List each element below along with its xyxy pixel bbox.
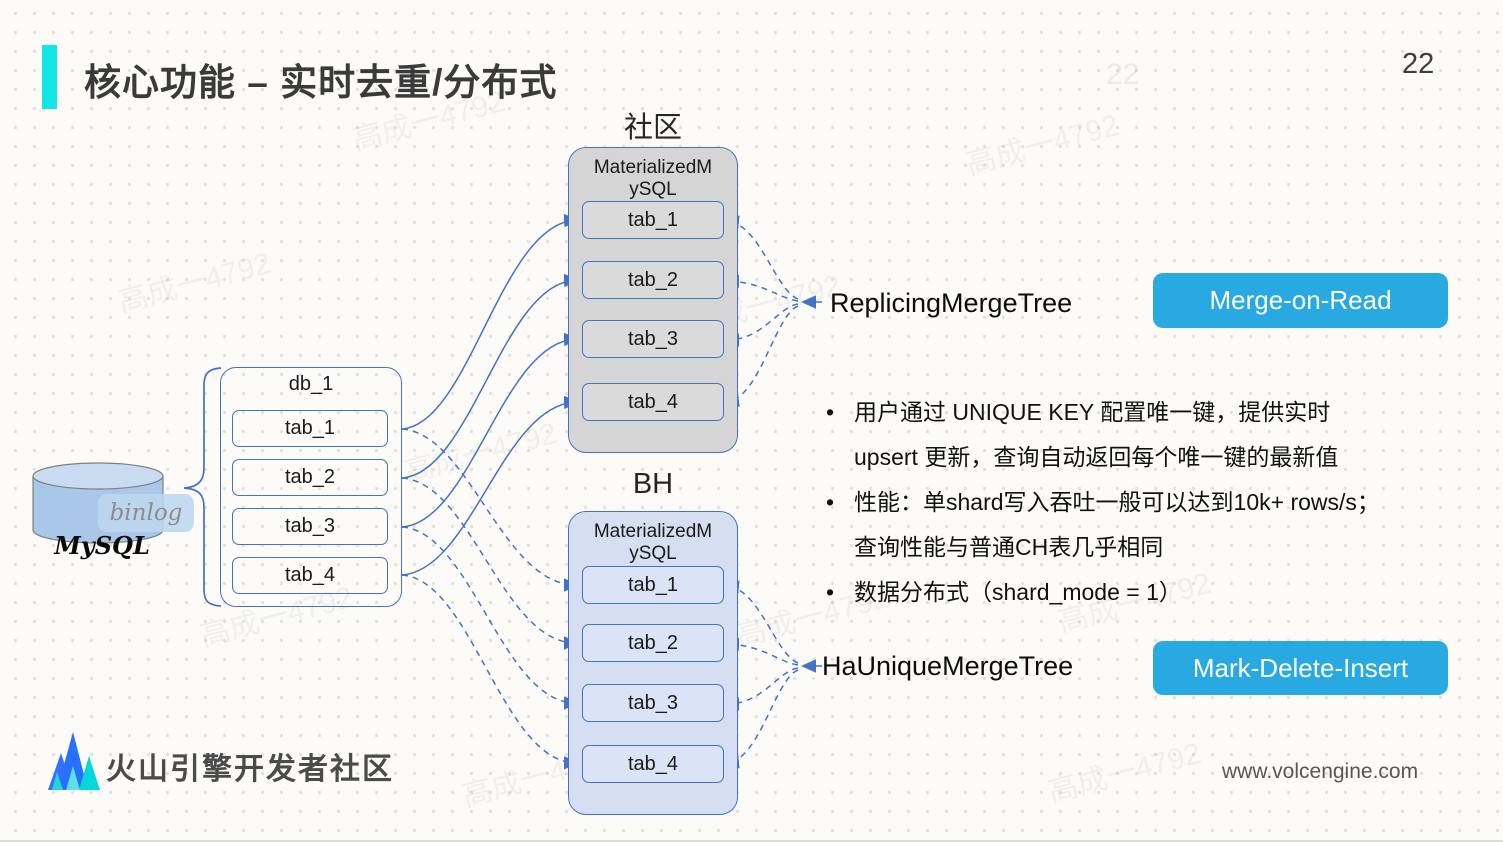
bullet-line: 性能：单shard写入吞吐一般可以达到10k+ rows/s； xyxy=(854,489,1380,515)
brand-name: 火山引擎开发者社区 xyxy=(106,753,394,786)
bh-table: tab_3 xyxy=(582,684,724,722)
db1-table: tab_4 xyxy=(232,557,388,594)
db1-table: tab_1 xyxy=(232,410,388,447)
bh-table: tab_4 xyxy=(582,745,724,783)
bh-engine-name: HaUniqueMergeTree xyxy=(822,651,1074,681)
merge-on-read-badge[interactable]: Merge-on-Read xyxy=(1153,273,1448,328)
community-table: tab_2 xyxy=(582,261,724,299)
page-number: 22 xyxy=(1402,48,1435,80)
mark-delete-insert-badge[interactable]: Mark-Delete-Insert xyxy=(1153,641,1448,695)
watermark: 高成一4792 xyxy=(962,108,1123,182)
bh-engine-label-line1: MaterializedM xyxy=(593,521,713,542)
watermark: 高成一4792 xyxy=(1044,736,1205,810)
bh-engine-label-line2: ySQL xyxy=(629,543,677,564)
bullet-line: 用户通过 UNIQUE KEY 配置唯一键，提供实时 xyxy=(854,399,1331,425)
bullet-line: 查询性能与普通CH表几乎相同 xyxy=(854,534,1164,560)
watermark: 高成一4792 xyxy=(114,246,275,320)
website-url-link[interactable]: www.volcengine.com xyxy=(1222,760,1419,783)
db1-table: tab_2 xyxy=(232,459,388,496)
community-engine-label-line1: MaterializedM xyxy=(593,157,713,178)
community-table: tab_3 xyxy=(582,320,724,358)
watermark: 高成一4792 xyxy=(400,416,561,490)
bullet-line: 数据分布式（shard_mode = 1） xyxy=(854,579,1182,605)
watermark-page-number: 22 xyxy=(1106,58,1140,91)
community-table: tab_4 xyxy=(582,383,724,421)
page-title: 核心功能 – 实时去重/分布式 xyxy=(84,62,558,103)
bh-table: tab_1 xyxy=(582,566,724,604)
community-cluster-title: 社区 xyxy=(623,112,682,144)
db1-box xyxy=(220,367,402,607)
bullet-item: 性能：单shard写入吞吐一般可以达到10k+ rows/s； 查询性能与普通C… xyxy=(818,480,1483,570)
bullet-item: 数据分布式（shard_mode = 1） xyxy=(818,570,1483,615)
bullet-line: upsert 更新，查询自动返回每个唯一键的最新值 xyxy=(854,444,1339,470)
bh-cluster-title: BH xyxy=(632,468,674,500)
bullet-item: 用户通过 UNIQUE KEY 配置唯一键，提供实时 upsert 更新，查询自… xyxy=(818,390,1483,480)
community-engine-name: ReplicingMergeTree xyxy=(830,288,1073,318)
title-accent-bar xyxy=(42,45,57,109)
db1-title: db_1 xyxy=(288,373,334,395)
db-to-community-arrows xyxy=(401,213,579,576)
mysql-database-label: MySQL xyxy=(54,531,150,560)
feature-bullet-list: 用户通过 UNIQUE KEY 配置唯一键，提供实时 upsert 更新，查询自… xyxy=(818,390,1483,615)
bh-table: tab_2 xyxy=(582,624,724,662)
binlog-brace xyxy=(183,367,222,607)
db1-table: tab_3 xyxy=(232,508,388,545)
binlog-chip: binlog xyxy=(98,494,194,532)
volcengine-logo-icon xyxy=(48,732,100,790)
community-engine-label-line2: ySQL xyxy=(629,179,677,200)
community-table: tab_1 xyxy=(582,201,724,239)
